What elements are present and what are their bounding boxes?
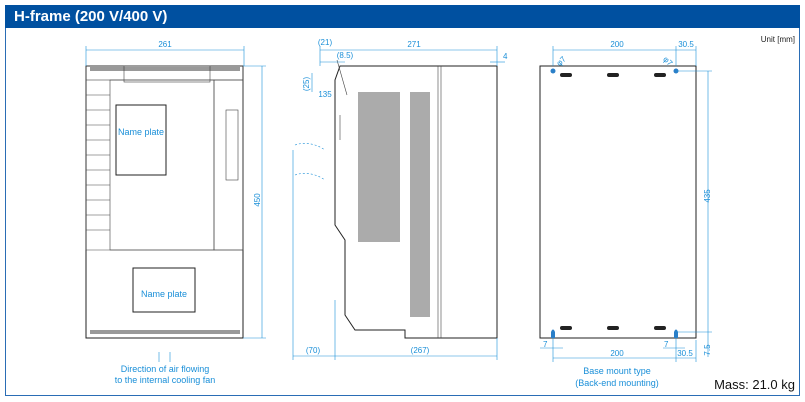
airflow-note-line2: to the internal cooling fan: [115, 375, 216, 385]
side-view: (21) 271 (8.5) 4 (25) 135 (70) (267): [292, 38, 508, 360]
title-bar: H-frame (200 V/400 V): [5, 5, 800, 28]
dim-8-5: (8.5): [337, 51, 354, 60]
dim-4: 4: [503, 52, 508, 61]
dim-271: 271: [407, 40, 421, 49]
rear-caption-line1: Base mount type: [583, 366, 651, 376]
bottom-7-right-dim: 7: [664, 340, 669, 349]
mass-label: Mass: 21.0 kg: [714, 377, 795, 392]
bottom-30-5-dim: 30.5: [677, 349, 693, 358]
height-435-dim: 435: [703, 189, 712, 203]
bottom-7-left-dim: 7: [543, 340, 548, 349]
front-view: Name plate Name plate 261 450 Direction …: [85, 40, 266, 385]
bottom-200-dim: 200: [610, 349, 624, 358]
unit-label: Unit [mm]: [760, 35, 795, 44]
name-plate-top-label: Name plate: [118, 127, 164, 137]
page-title: H-frame (200 V/400 V): [14, 8, 168, 25]
rear-view: φ7 φ7 200 30.5 435 7.5 7 7 200 30.5 Base…: [539, 40, 712, 388]
dim-25: (25): [302, 77, 311, 92]
bottom-7-5-dim: 7.5: [703, 344, 712, 356]
dim-267: (267): [411, 346, 430, 355]
top-30-5-dim: 30.5: [678, 40, 694, 49]
dim-21: (21): [318, 38, 333, 47]
rear-caption-line2: (Back-end mounting): [575, 378, 659, 388]
drawing-frame: [5, 28, 800, 396]
dim-135: 135: [318, 90, 332, 99]
name-plate-bottom-label: Name plate: [141, 289, 187, 299]
front-width-dim: 261: [158, 40, 172, 49]
front-height-dim: 450: [253, 193, 262, 207]
top-200-dim: 200: [610, 40, 624, 49]
dim-70: (70): [306, 346, 321, 355]
airflow-note-line1: Direction of air flowing: [121, 364, 210, 374]
